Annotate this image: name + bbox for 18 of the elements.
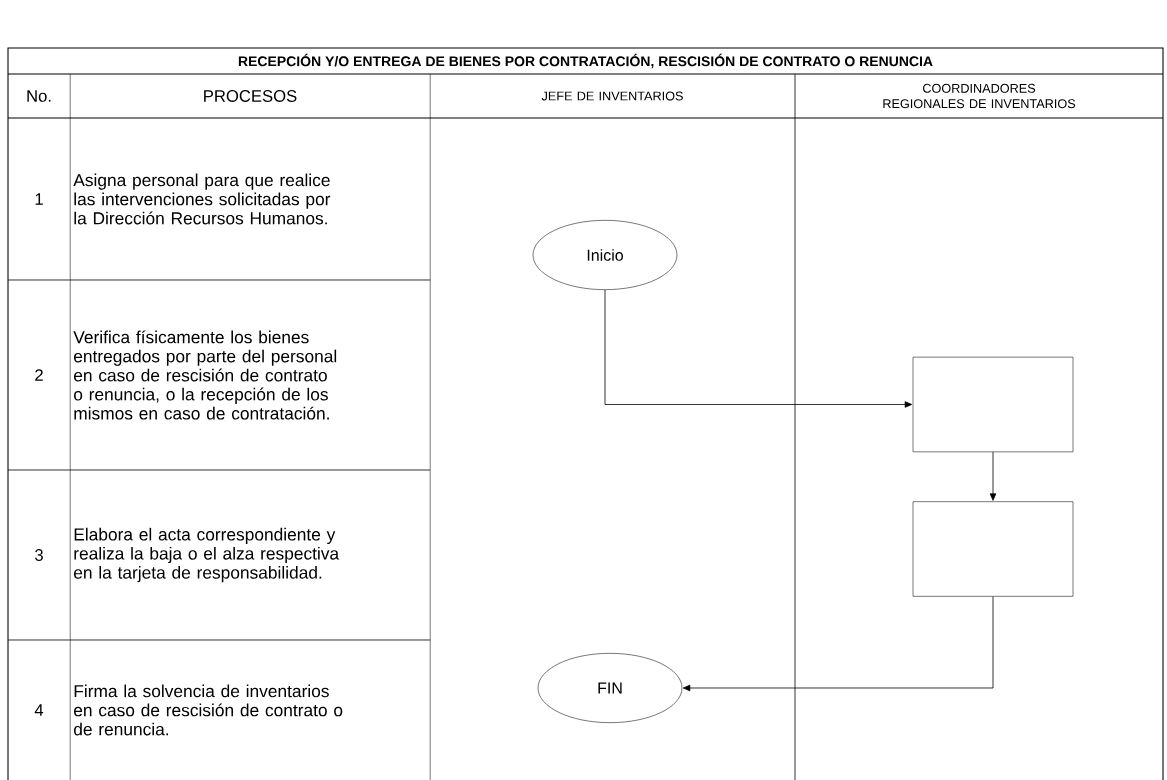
row-number: 1 (35, 193, 43, 205)
process-text: Firma la solvencia de inventarios en caso de rescisión de contrato o de renuncia. (74, 684, 343, 736)
column-header: COORDINADORES REGIONALES DE INVENTARIOS (883, 83, 1076, 109)
column-header: PROCESOS (204, 90, 297, 102)
process-text: Elabora el acta correspondiente y realiza la baja o el alza respectiva en la tarjeta de responsabilidad. (74, 527, 340, 583)
row-number: 3 (35, 549, 43, 561)
title: RECEPCIÓN Y/O ENTREGA DE BIENES POR CONTRATACIÓN, RESCISIÓN DE CONTRATO O RENUNCIA (238, 53, 933, 69)
process-text: Verifica físicamente los bienes entregados por parte del personal en caso de rescisión de contrato o renuncia, o la recepción de los mismos en caso de contratación. (73, 330, 337, 420)
column-header: No. (27, 90, 51, 102)
process-text: Asigna personal para que realice las intervenciones solicitadas por la Dirección Recursos Humanos. (73, 173, 331, 225)
process-box (912, 501, 1074, 597)
process-box (912, 356, 1074, 453)
row-number: 4 (34, 704, 44, 716)
arrow (604, 289, 913, 408)
column-header: JEFE DE INVENTARIOS (541, 91, 683, 101)
arrow (989, 451, 997, 501)
arrow (682, 596, 994, 692)
row-number: 2 (35, 369, 43, 381)
